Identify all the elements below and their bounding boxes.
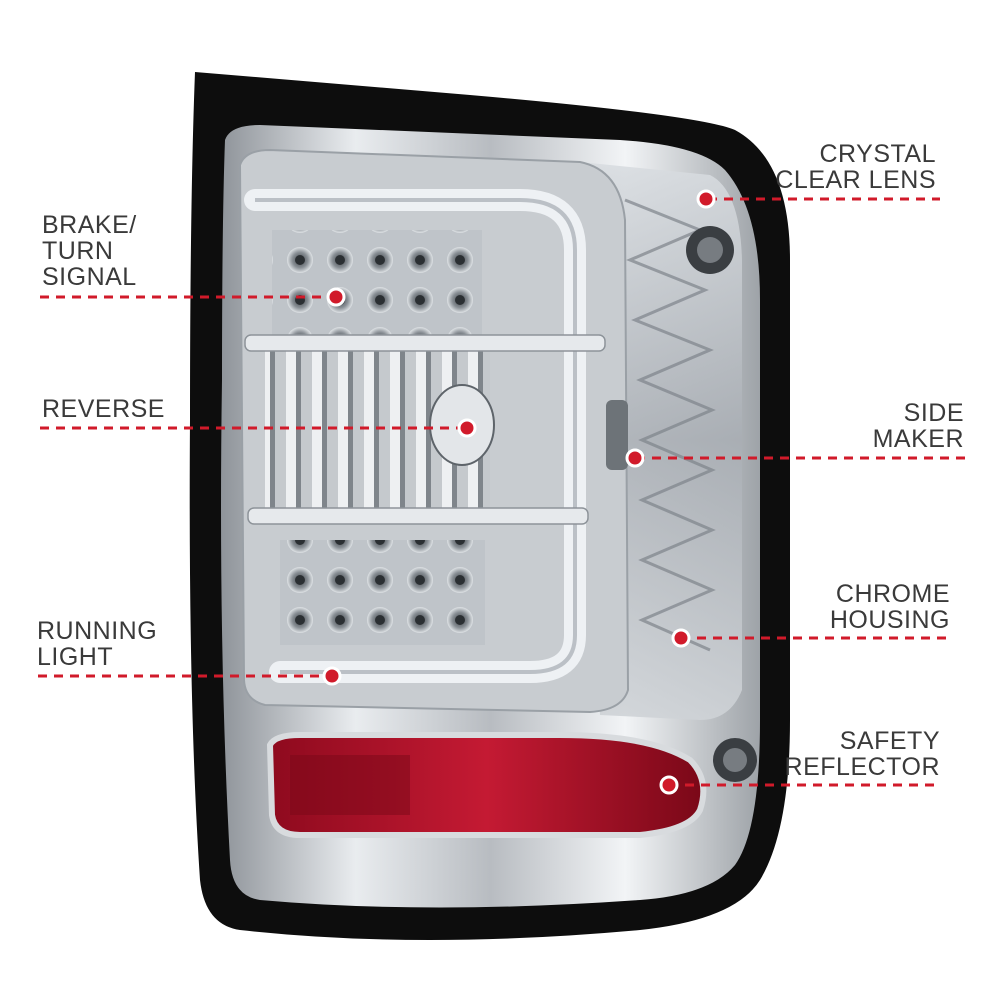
label-line: LIGHT — [37, 643, 114, 671]
label-line: SIDE — [903, 399, 964, 427]
label-line: REVERSE — [42, 395, 165, 423]
label-reverse: REVERSE — [42, 396, 165, 422]
label-line: CLEAR LENS — [775, 166, 936, 194]
label-line: BRAKE/ — [42, 211, 137, 239]
label-brake-turn-signal: BRAKE/ TURN SIGNAL — [42, 212, 137, 290]
label-line: RUNNING — [37, 617, 158, 645]
label-line: SIGNAL — [42, 263, 137, 291]
label-line: CHROME — [835, 580, 950, 608]
label-line: MAKER — [872, 425, 964, 453]
label-line: HOUSING — [829, 606, 950, 634]
label-line: CRYSTAL — [819, 140, 936, 168]
label-line: REFLECTOR — [784, 753, 940, 781]
label-side-marker: SIDE MAKER — [873, 400, 964, 452]
label-line: TURN — [42, 237, 114, 265]
label-running-light: RUNNING LIGHT — [37, 618, 157, 670]
label-chrome-housing: CHROME HOUSING — [830, 581, 950, 633]
label-safety-reflector: SAFETY REFLECTOR — [785, 728, 940, 780]
label-crystal-clear-lens: CRYSTAL CLEAR LENS — [775, 141, 936, 193]
label-line: SAFETY — [839, 727, 940, 755]
